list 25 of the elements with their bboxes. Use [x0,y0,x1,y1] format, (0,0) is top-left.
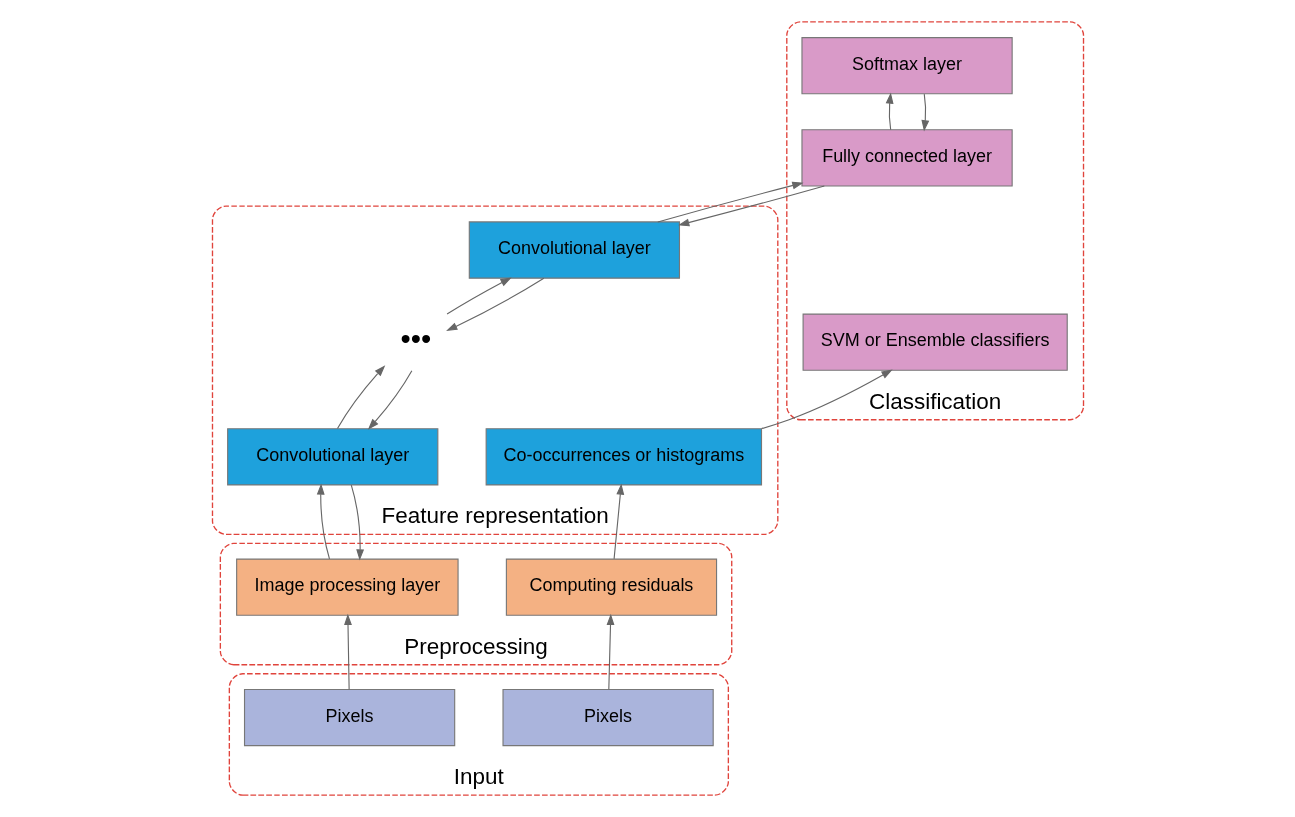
node-box: Pixels [243,688,455,747]
arrow [885,92,894,131]
node-box: Fully connected layer [800,129,1013,187]
arrow [613,483,624,560]
arrow [316,483,330,560]
arrow [920,93,929,132]
node-box: Softmax layer [800,37,1013,95]
node-box: Pixels [501,688,714,747]
arrow [760,369,893,430]
node-box: Convolutional layer [468,221,680,279]
arrow [367,370,412,430]
arrow [350,484,364,561]
node-box: Convolutional layer [226,428,438,486]
arrow [677,185,825,227]
node-text: ••• [400,323,431,356]
node-box: Image processing layer [235,558,459,616]
arrow [336,365,385,430]
arrow [446,277,512,315]
arrow [606,613,614,690]
node-box: SVM or Ensemble classifiers [802,313,1068,371]
arrow [445,277,544,331]
arrow [343,613,352,690]
node-box: Co-occurrences or histograms [485,428,762,486]
arrow [656,181,804,223]
node-box: Computing residuals [505,558,717,616]
